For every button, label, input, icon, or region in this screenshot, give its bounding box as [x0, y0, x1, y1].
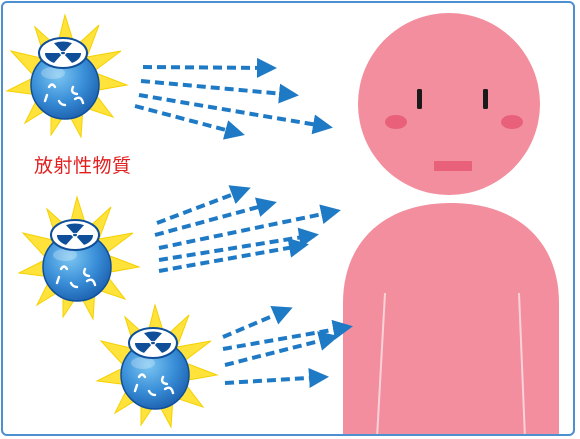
person-right-eye	[483, 89, 488, 109]
radiation-rays-top	[135, 67, 329, 134]
radiation-source-1	[7, 15, 127, 137]
radiation-rays-middle	[155, 189, 337, 271]
radiation-source-3	[97, 305, 217, 427]
radiation-illustration	[3, 3, 575, 436]
person-mouth	[434, 161, 472, 171]
radiation-source-2	[19, 197, 139, 319]
radioactive-material-label: 放射性物質	[34, 154, 132, 178]
radiation-rays-bottom	[223, 309, 349, 383]
person-left-eye	[417, 89, 422, 109]
person-left-cheek	[385, 115, 407, 129]
person-figure	[343, 13, 559, 436]
person-right-cheek	[501, 115, 523, 129]
